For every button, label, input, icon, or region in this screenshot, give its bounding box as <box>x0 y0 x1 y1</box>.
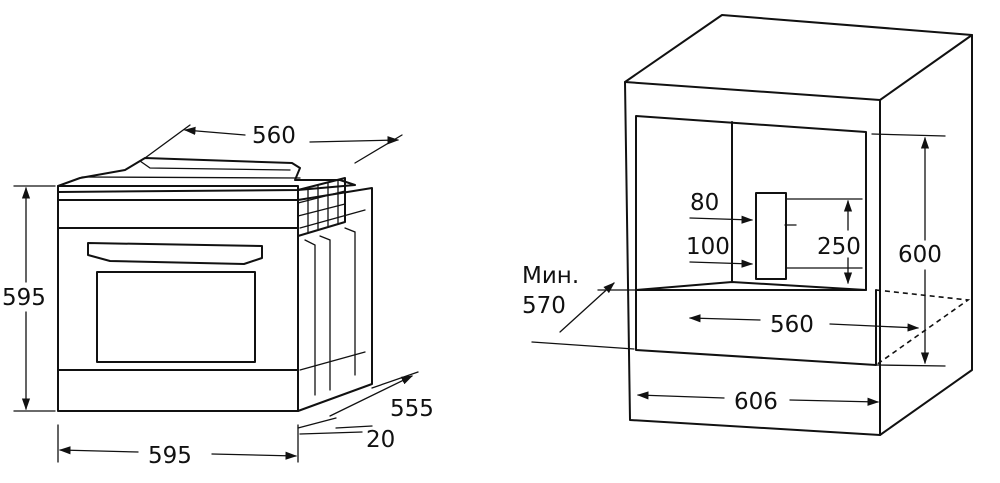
niche-100-label: 100 <box>686 234 730 260</box>
oven-width-bottom-label: 595 <box>148 443 192 469</box>
oven-panel-label: 20 <box>366 427 395 453</box>
oven-height-label: 595 <box>2 285 46 311</box>
oven-depth-label: 555 <box>390 396 434 422</box>
oven-drawing <box>57 157 373 412</box>
niche-560-label: 560 <box>770 312 814 338</box>
niche-80-label: 80 <box>690 190 719 216</box>
oven-width-top-label: 560 <box>252 123 296 149</box>
niche-min-value-label: 570 <box>522 293 566 319</box>
niche-600-label: 600 <box>898 242 942 268</box>
niche-606-label: 606 <box>734 389 778 415</box>
oven-dimensions <box>13 124 419 463</box>
niche-dimensions <box>531 133 946 406</box>
niche-drawing <box>624 14 973 436</box>
niche-min-prefix-label: Мин. <box>522 263 579 289</box>
niche-250-label: 250 <box>817 234 861 260</box>
